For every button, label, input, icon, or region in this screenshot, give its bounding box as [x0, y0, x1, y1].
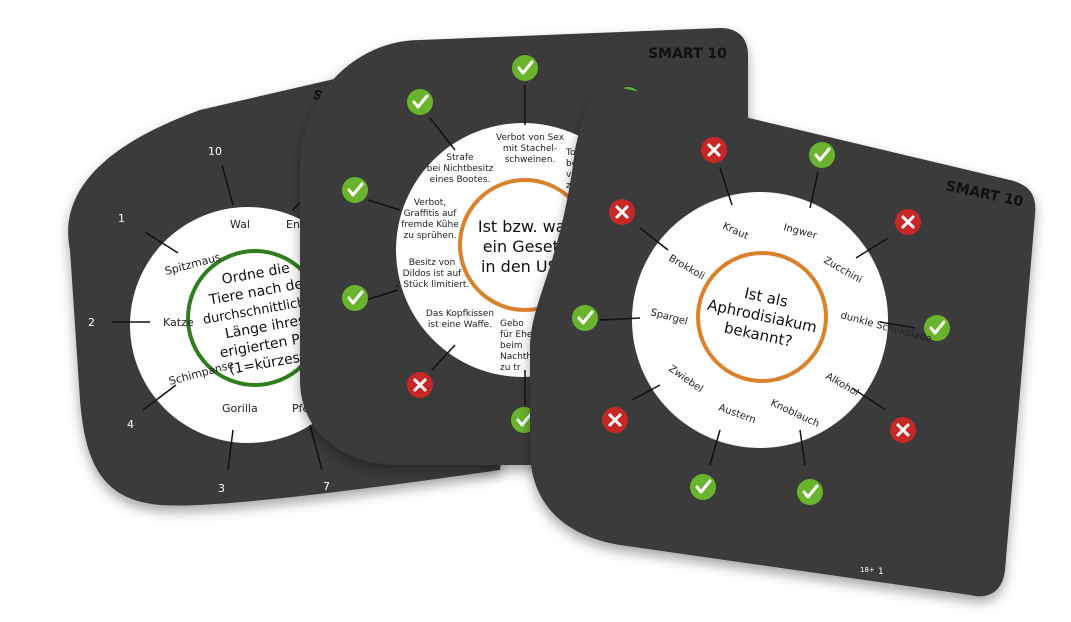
card-middle-question: Ist bzw. war ein Gesetz in den USA	[478, 217, 573, 276]
card-middle-answer-6-line-3: fremde Kühe	[401, 220, 459, 230]
card-left-number-7: 7	[323, 480, 330, 493]
card-middle-answer-6-line-4: zu sprühen.	[404, 231, 457, 241]
card-middle-answer-5-line-2: Dildos ist auf	[403, 269, 462, 279]
card-middle-answer-7-line-1: Strafe	[446, 153, 474, 163]
card-middle-answer-6-line-1: Verbot,	[414, 198, 446, 208]
card-left-number-3: 3	[218, 482, 225, 495]
card-middle-question-line-1: Ist bzw. war	[478, 217, 573, 236]
card-right-cross-icon-5	[888, 415, 918, 445]
card-middle-answer-3-line-3: beim	[500, 341, 523, 351]
card-middle-cross-icon-1	[405, 370, 435, 400]
card-middle-answer-4-line-1: Das Kopfkissen	[426, 309, 494, 319]
card-middle-answer-6: Verbot, Graffitis auf fremde Kühe zu spr…	[401, 198, 459, 241]
card-right-cross-icon-1	[699, 135, 729, 165]
card-left-number-10: 10	[208, 145, 222, 158]
card-right-check-icon-5	[795, 477, 825, 507]
card-right-check-icon-1	[807, 140, 837, 170]
card-middle-answer-3-line-5: zu tr	[500, 363, 521, 373]
card-middle-answer-1-line-1: Verbot von Sex	[496, 133, 565, 143]
card-middle-answer-3-line-1: Gebo	[500, 319, 524, 329]
card-middle-answer-5-line-3: 2 Stück limitiert.	[395, 280, 469, 290]
card-right-check-icon-2	[570, 303, 600, 333]
card-right-cross-icon-2	[607, 197, 637, 227]
card-middle-answer-3: Gebo für Ehe beim Nachth zu tr	[500, 319, 533, 373]
card-middle-answer-7: Strafe bei Nichtbesitz eines Bootes.	[427, 153, 494, 185]
card-middle-answer-4-line-2: ist eine Waffe.	[428, 320, 492, 330]
card-right-cross-icon-4	[600, 405, 630, 435]
card-right-question-ring	[696, 251, 828, 383]
card-middle-check-icon-2	[405, 87, 435, 117]
card-left-answer-katze: Katze	[163, 316, 194, 329]
card-middle-answer-3-line-2: für Ehe	[500, 330, 533, 340]
card-middle-answer-5: Besitz von Dildos ist auf 2 Stück limiti…	[395, 258, 469, 290]
card-middle-answer-1-line-2: mit Stachel-	[503, 144, 557, 154]
card-right-ticks	[599, 167, 916, 466]
card-middle-check-icon-4	[340, 175, 370, 205]
card-middle-answer-1: Verbot von Sex mit Stachel- schweinen.	[496, 133, 565, 165]
card-right-age-rating: 18+	[860, 566, 875, 574]
card-right-cross-icon-3	[893, 207, 923, 237]
card-left-number-2: 2	[88, 316, 95, 329]
card-middle-answer-6-line-2: Graffitis auf	[404, 209, 458, 219]
card-middle-answer-7-line-3: eines Bootes.	[430, 175, 491, 185]
card-middle-answer-3-line-4: Nachth	[500, 352, 532, 362]
card-middle-answer-4: Das Kopfkissen ist eine Waffe.	[426, 309, 494, 330]
card-right-check-icon-4	[688, 472, 718, 502]
card-middle-question-line-3: in den USA	[481, 257, 569, 276]
card-middle-check-icon-5	[340, 283, 370, 313]
card-middle-answer-1-line-3: schweinen.	[505, 155, 556, 165]
card-middle-question-line-2: ein Gesetz	[483, 237, 568, 256]
card-middle-answer-7-line-2: bei Nichtbesitz	[427, 164, 494, 174]
card-left-number-1: 1	[118, 212, 125, 225]
card-left-answer-wal: Wal	[230, 218, 250, 231]
card-left-answer-gorilla: Gorilla	[222, 402, 258, 415]
card-right-page-number: 1	[878, 567, 884, 577]
card-middle-brand: SMART 10	[648, 46, 727, 62]
card-middle-answer-5-line-1: Besitz von	[409, 258, 456, 268]
card-left-number-4: 4	[127, 418, 134, 431]
card-middle-check-icon-1	[510, 53, 540, 83]
